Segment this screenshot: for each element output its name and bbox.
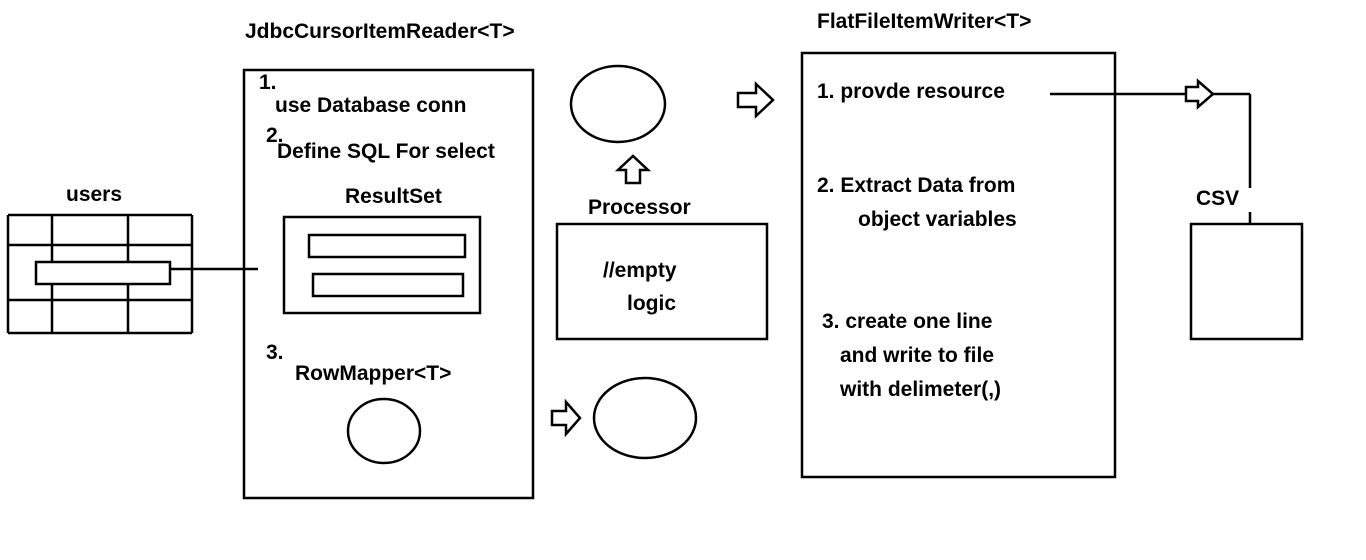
csv-label: CSV	[1196, 187, 1240, 210]
reader-title: JdbcCursorItemReader<T>	[245, 20, 515, 43]
writer-step2-line1: 2. Extract Data from	[817, 174, 1016, 197]
reader-step3-text: RowMapper<T>	[295, 362, 452, 385]
writer-step3-line3: with delimeter(,)	[840, 378, 1002, 401]
writer-step1: 1. provde resource	[817, 80, 1005, 103]
csv-file-box	[1189, 222, 1304, 341]
read-item-circle	[592, 376, 698, 460]
writer-step3-line1: 3. create one line	[822, 310, 993, 333]
writer-step3-line2: and write to file	[840, 344, 995, 367]
resultset-label: ResultSet	[345, 185, 442, 208]
right-arrow-icon-csv	[1184, 78, 1215, 110]
table-label: users	[66, 183, 123, 206]
reader-box	[242, 68, 535, 500]
reader-step3-number: 3.	[266, 341, 284, 364]
resultset-row-2	[311, 272, 465, 298]
processed-item-circle	[569, 64, 667, 144]
right-arrow-icon-read	[550, 398, 582, 438]
writer-step2-line2: object variables	[858, 208, 1017, 231]
reader-step2-text: Define SQL For select	[277, 140, 495, 163]
right-arrow-icon-writer	[736, 81, 775, 119]
up-arrow-icon	[614, 154, 652, 185]
writer-box	[800, 51, 1117, 479]
resultset-box	[282, 215, 482, 315]
writer-title: FlatFileItemWriter<T>	[817, 10, 1032, 33]
reader-step1-text: use Database conn	[275, 94, 467, 117]
users-table	[6, 213, 194, 335]
rowmapper-circle	[346, 397, 422, 465]
resultset-row-1	[307, 233, 467, 259]
processor-line2: logic	[627, 292, 677, 315]
table-highlighted-row	[34, 260, 172, 286]
reader-step1-number: 1.	[259, 71, 277, 94]
reader-step2-number: 2.	[266, 124, 284, 147]
processor-label: Processor	[588, 196, 691, 219]
processor-box	[555, 222, 769, 341]
processor-line1: //empty	[603, 259, 677, 282]
